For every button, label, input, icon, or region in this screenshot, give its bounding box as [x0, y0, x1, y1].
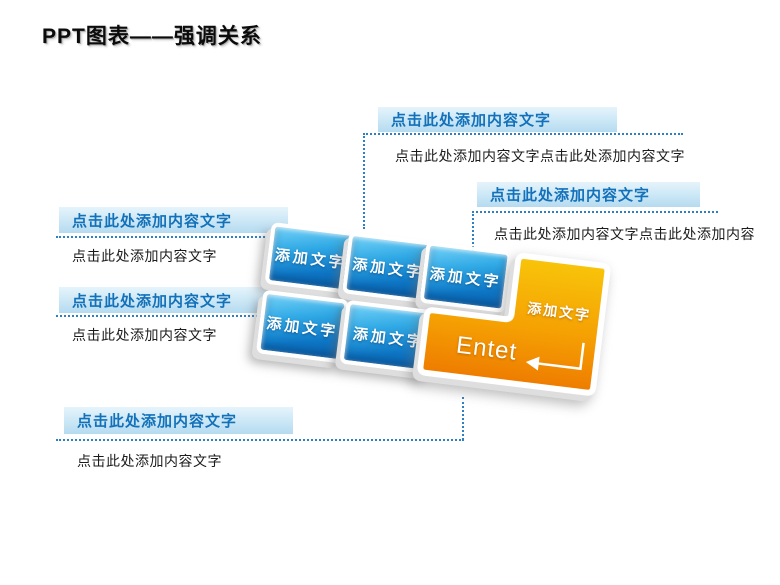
connector-line [462, 397, 464, 440]
key-label: 添加文字 [351, 255, 425, 282]
callout-top-body[interactable]: 点击此处添加内容文字点击此处添加内容文字 [395, 148, 685, 164]
key-add-text-4[interactable]: 添加文字 [255, 289, 350, 364]
enter-key-shape [417, 252, 611, 396]
callout-right-body[interactable]: 点击此处添加内容文字点击此处添加内容 [494, 226, 755, 242]
callout-left-1-body[interactable]: 点击此处添加内容文字 [72, 248, 217, 264]
callout-right-header[interactable]: 点击此处添加内容文字 [477, 182, 700, 207]
callout-left-2-body[interactable]: 点击此处添加内容文字 [72, 327, 217, 343]
connector-line [472, 211, 474, 251]
page-title: PPT图表——强调关系 [42, 25, 262, 48]
key-label: 添加文字 [265, 314, 340, 341]
callout-left-1-header[interactable]: 点击此处添加内容文字 [59, 207, 288, 233]
enter-return-arrow-icon [525, 342, 585, 371]
key-label: 添加文字 [351, 325, 426, 351]
connector-line [472, 211, 718, 213]
callout-bottom-header[interactable]: 点击此处添加内容文字 [64, 407, 293, 434]
connector-line [56, 236, 289, 238]
key-enter[interactable]: 添加文字 Entet [416, 242, 611, 397]
callout-left-2-header[interactable]: 点击此处添加内容文字 [59, 287, 288, 313]
key-label: 添加文字 [273, 246, 348, 272]
connector-line [363, 133, 365, 229]
connector-line [56, 439, 464, 441]
connector-line [56, 315, 294, 317]
callout-top-header[interactable]: 点击此处添加内容文字 [378, 107, 617, 132]
keyboard-diagram: 添加文字 添加文字 添加文字 添加文字 添加文字 [254, 222, 640, 416]
connector-line [363, 133, 683, 135]
callout-bottom-body[interactable]: 点击此处添加内容文字 [77, 453, 222, 469]
